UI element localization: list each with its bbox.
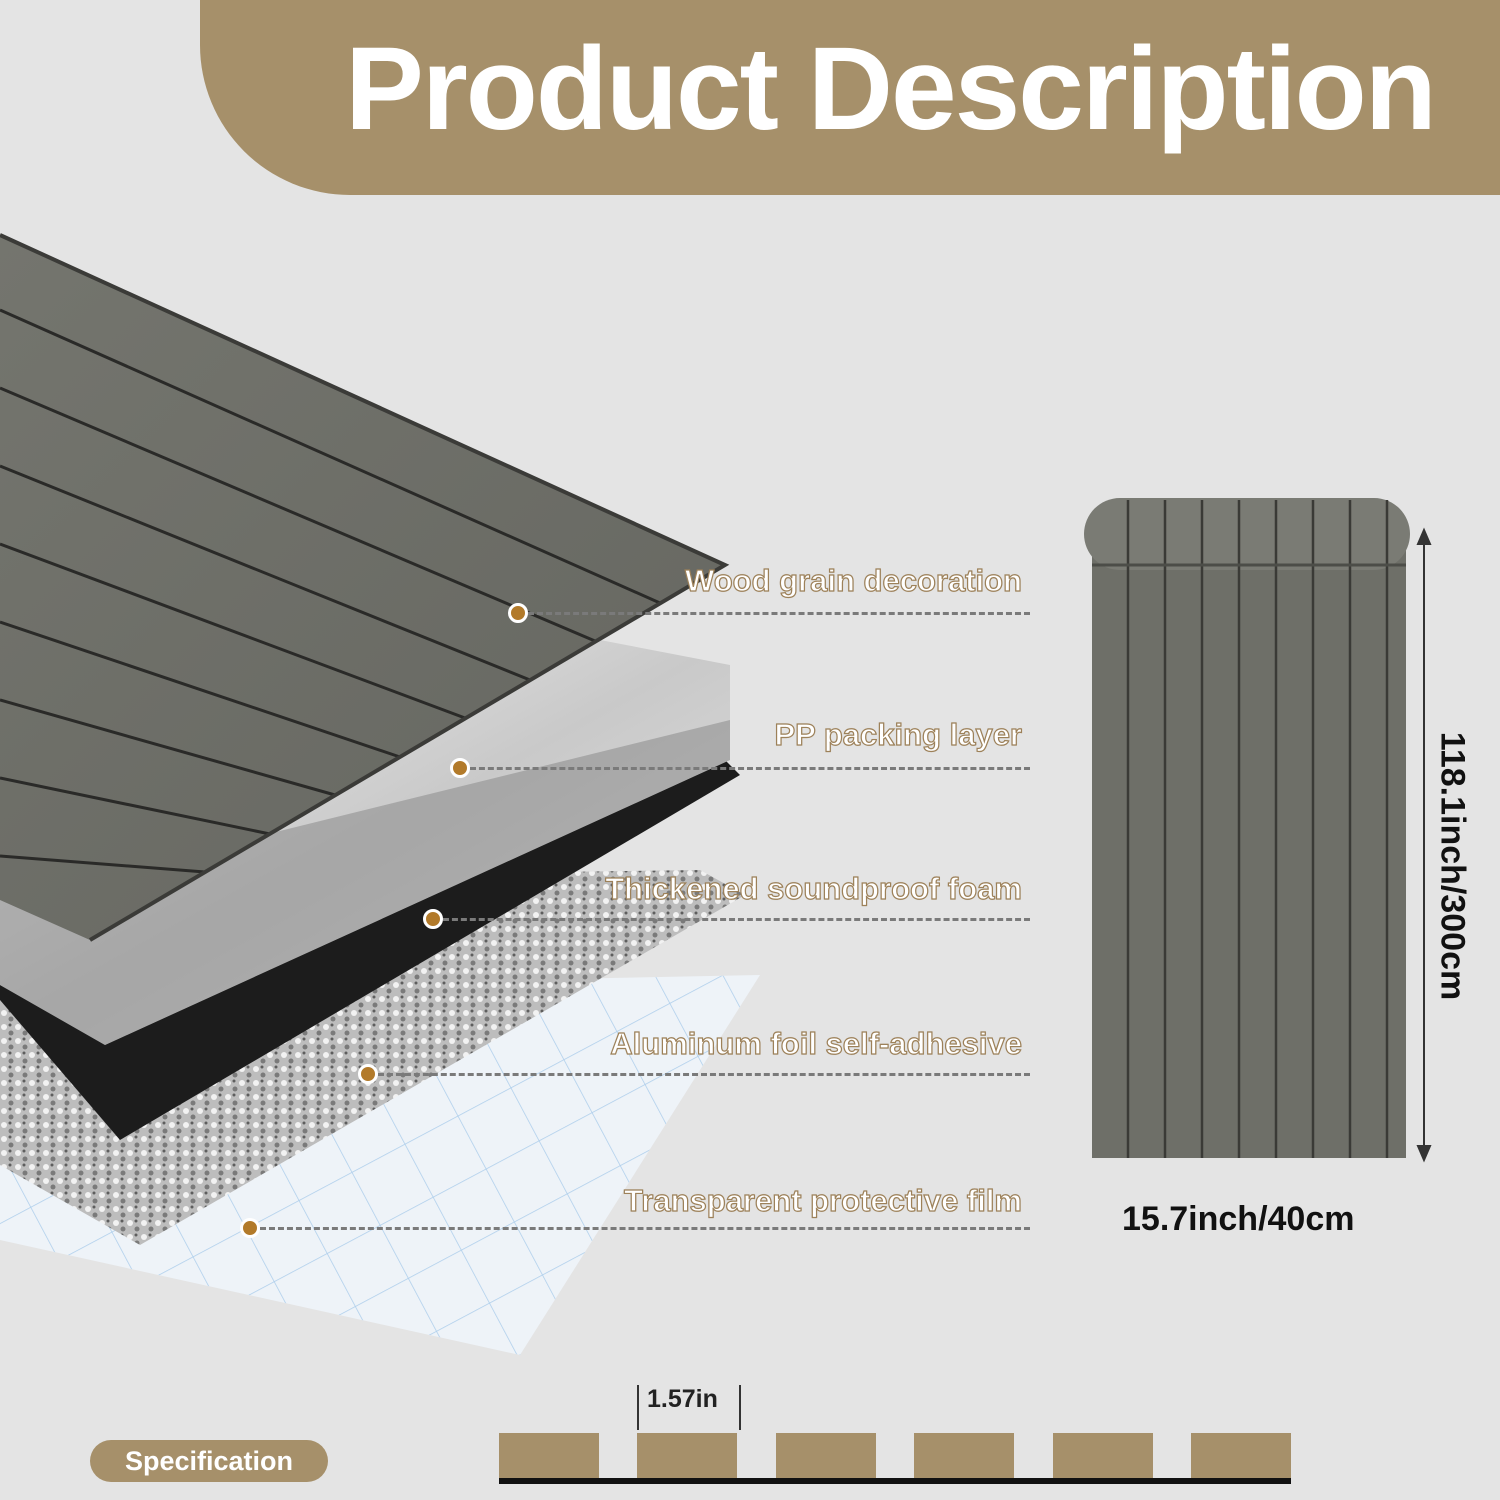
callout-dot-protective-film bbox=[240, 1218, 260, 1238]
wood-plank-grooves bbox=[0, 308, 661, 874]
plank-width-label: 1.57in bbox=[647, 1385, 718, 1413]
callout-label-soundproof-foam: Thickened soundproof foam bbox=[605, 870, 1023, 906]
callout-line-soundproof-foam bbox=[443, 918, 1030, 921]
wood-grain-layer bbox=[0, 235, 725, 940]
callout-line-aluminum-foil bbox=[378, 1073, 1030, 1076]
roll-height-label: 118.1inch/300cm bbox=[1433, 731, 1472, 1001]
layer-stack-illustration bbox=[0, 233, 760, 1355]
callout-label-aluminum-foil: Aluminum foil self-adhesive bbox=[610, 1025, 1023, 1061]
plank-block bbox=[1191, 1433, 1291, 1478]
spec-base-line bbox=[499, 1478, 1291, 1484]
height-dimension-arrow bbox=[1416, 527, 1432, 1163]
callout-line-wood-grain bbox=[528, 612, 1030, 615]
plank-block bbox=[776, 1433, 876, 1478]
plank-block bbox=[914, 1433, 1014, 1478]
soundproof-foam-layer bbox=[0, 755, 740, 1140]
callout-line-pp-layer bbox=[470, 767, 1030, 770]
roll-width-label: 15.7inch/40cm bbox=[1122, 1200, 1355, 1238]
roll-plank-grooves bbox=[1126, 500, 1389, 1158]
plank-block bbox=[499, 1433, 599, 1478]
plank-spec-diagram: 1.57in bbox=[490, 1375, 1300, 1490]
callout-dot-soundproof-foam bbox=[423, 909, 443, 929]
page-title: Product Description bbox=[345, 23, 1437, 155]
callout-label-wood-grain: Wood grain decoration bbox=[684, 562, 1022, 598]
header-banner bbox=[200, 0, 1500, 195]
plank-width-bracket bbox=[637, 1385, 741, 1430]
callout-dot-pp-layer bbox=[450, 758, 470, 778]
plank-block bbox=[1053, 1433, 1153, 1478]
specification-badge: Specification bbox=[90, 1440, 328, 1482]
callout-dot-aluminum-foil bbox=[358, 1064, 378, 1084]
callout-label-protective-film: Transparent protective film bbox=[623, 1182, 1022, 1218]
roll-sheet bbox=[1092, 530, 1406, 1158]
callout-line-protective-film bbox=[260, 1227, 1030, 1230]
roll-cylinder bbox=[1084, 498, 1410, 570]
callout-label-pp-layer: PP packing layer bbox=[774, 716, 1023, 752]
callout-dot-wood-grain bbox=[508, 603, 528, 623]
roll-illustration bbox=[1084, 498, 1432, 1163]
plank-block bbox=[637, 1433, 737, 1478]
